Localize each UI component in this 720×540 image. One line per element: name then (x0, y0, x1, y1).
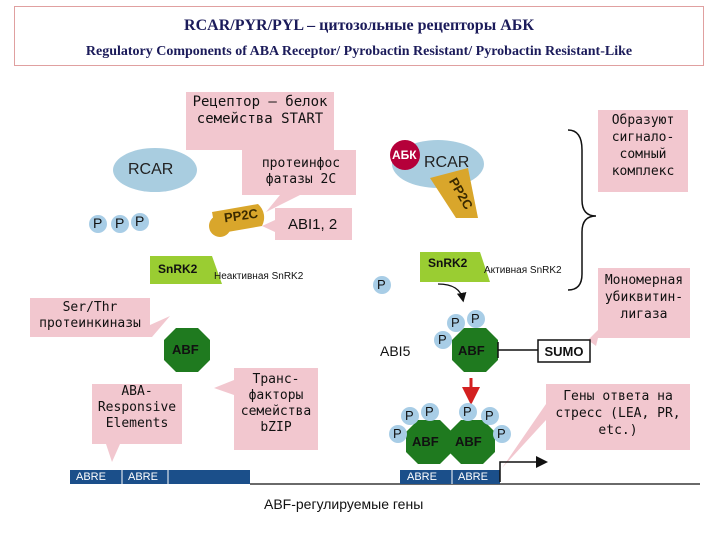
snrk2-right-shape (420, 252, 490, 282)
snrk2-left-shape (150, 256, 222, 284)
stress-genes-callout-text: Гены ответа на стресс (LEA, PR, etc.) (555, 389, 681, 438)
complex-brace (567, 129, 597, 291)
p-dimer-3-circle (389, 425, 407, 443)
ubiquitin-callout-text: Мономерная убиквитин-лигаза (604, 273, 684, 322)
p-dimer-6-label: P (497, 426, 506, 441)
active-snrk2-label: Активная SnRK2 (484, 265, 562, 276)
abf-dimer-1-label: ABF (412, 434, 439, 449)
p-dimer-4-label: P (463, 404, 472, 419)
p-left-3-circle (131, 213, 149, 231)
complex-callout-text: Образуют сигнало-сомный комплекс (611, 113, 675, 179)
complex-shapes (390, 140, 484, 218)
abf-dimer-1-octagon (406, 420, 452, 464)
page-title: RCAR/PYR/PYL – цитозольные рецепторы АБК (184, 17, 534, 34)
header-box: RCAR/PYR/PYL – цитозольные рецепторы АБК… (14, 6, 704, 66)
rcar-left-ellipse (113, 148, 197, 192)
p-left-2-circle (111, 215, 129, 233)
dna-left (70, 470, 250, 484)
p-dimer-2-circle (421, 403, 439, 421)
p-dimer-6-circle (493, 425, 511, 443)
abre-right-2-label: ABRE (458, 471, 488, 483)
transcription-callout-text: Транс-факторы семейства bZIP (240, 372, 312, 435)
abi12-label: ABI1, 2 (288, 216, 338, 233)
snrk2-left-label: SnRK2 (158, 262, 198, 276)
p-snrk2-label: P (377, 277, 386, 292)
dna-right-abre (400, 470, 500, 484)
abre-left-1-label: ABRE (76, 471, 106, 483)
p-dimer-1-label: P (405, 408, 414, 423)
p-snrk2-circle (373, 276, 391, 294)
p-dimer-2-label: P (425, 404, 434, 419)
p-dimer-1-circle (401, 407, 419, 425)
phosphatase-callout (242, 150, 356, 212)
p-abf-2-label: P (471, 311, 480, 326)
receptor-callout-text: Рецептор – белок семейства START (192, 94, 328, 127)
ser-thr-callout-text: Ser/Thr протеинкиназы (39, 300, 141, 331)
p-left-1-label: P (93, 215, 103, 231)
complex-callout-shape (598, 110, 688, 192)
p-dimer-5-label: P (485, 408, 494, 423)
abf-left-octagon (164, 328, 210, 372)
rcar-complex-label: RCAR (424, 154, 470, 171)
sumo-box (537, 339, 591, 363)
abf-left-label: ABF (172, 342, 199, 357)
p-abf-2-circle (467, 310, 485, 328)
ubiquitin-callout-shape (588, 268, 690, 346)
ser-thr-callout-shape (30, 298, 170, 337)
page-subtitle: Regulatory Components of ABA Receptor/ P… (85, 44, 633, 59)
abi5-label: ABI5 (380, 343, 411, 359)
aba-responsive-callout-shape (92, 384, 182, 462)
abre-right-1-label: ABRE (407, 471, 437, 483)
activation-arrow (437, 283, 467, 303)
snrk2-right-label: SnRK2 (428, 256, 468, 270)
abf-dimer-2-label: ABF (455, 434, 482, 449)
phosphatase-callout-text: протеинфос фатазы 2С (261, 156, 341, 187)
p-dimer-5-circle (481, 407, 499, 425)
p-left-3-label: P (135, 213, 145, 229)
inactive-snrk2-label: Неактивная SnRK2 (214, 271, 304, 282)
abf-dimer-2-octagon (449, 420, 495, 464)
p-left-1-circle (89, 215, 107, 233)
p-abf-3-circle (434, 331, 452, 349)
pp2c-left (209, 204, 265, 237)
abf-right-label: ABF (458, 343, 485, 358)
p-dimer-4-circle (459, 403, 477, 421)
transcription-callout-shape (214, 368, 318, 450)
p-dimer-3-label: P (393, 426, 402, 441)
sumo-label: SUMO (544, 344, 584, 359)
abi12-callout-shape (262, 208, 352, 240)
p-left-2-label: P (115, 215, 125, 231)
stress-genes-callout-shape (502, 384, 690, 468)
aba-responsive-callout-text: ABA-Responsive Elements (97, 384, 177, 431)
transcription-start-arrow (499, 456, 548, 482)
receptor-callout (186, 92, 334, 168)
p-abf-3-label: P (438, 332, 447, 347)
rcar-left-label: RCAR (128, 161, 174, 178)
abre-left-2-label: ABRE (128, 471, 158, 483)
p-abf-1-circle (447, 314, 465, 332)
abf-right-octagon (452, 328, 498, 372)
p-abf-1-label: P (451, 315, 460, 330)
abf-regulated-genes-label: ABF-регулируемые гены (264, 496, 424, 512)
aba-complex-label: АБК (392, 148, 417, 162)
